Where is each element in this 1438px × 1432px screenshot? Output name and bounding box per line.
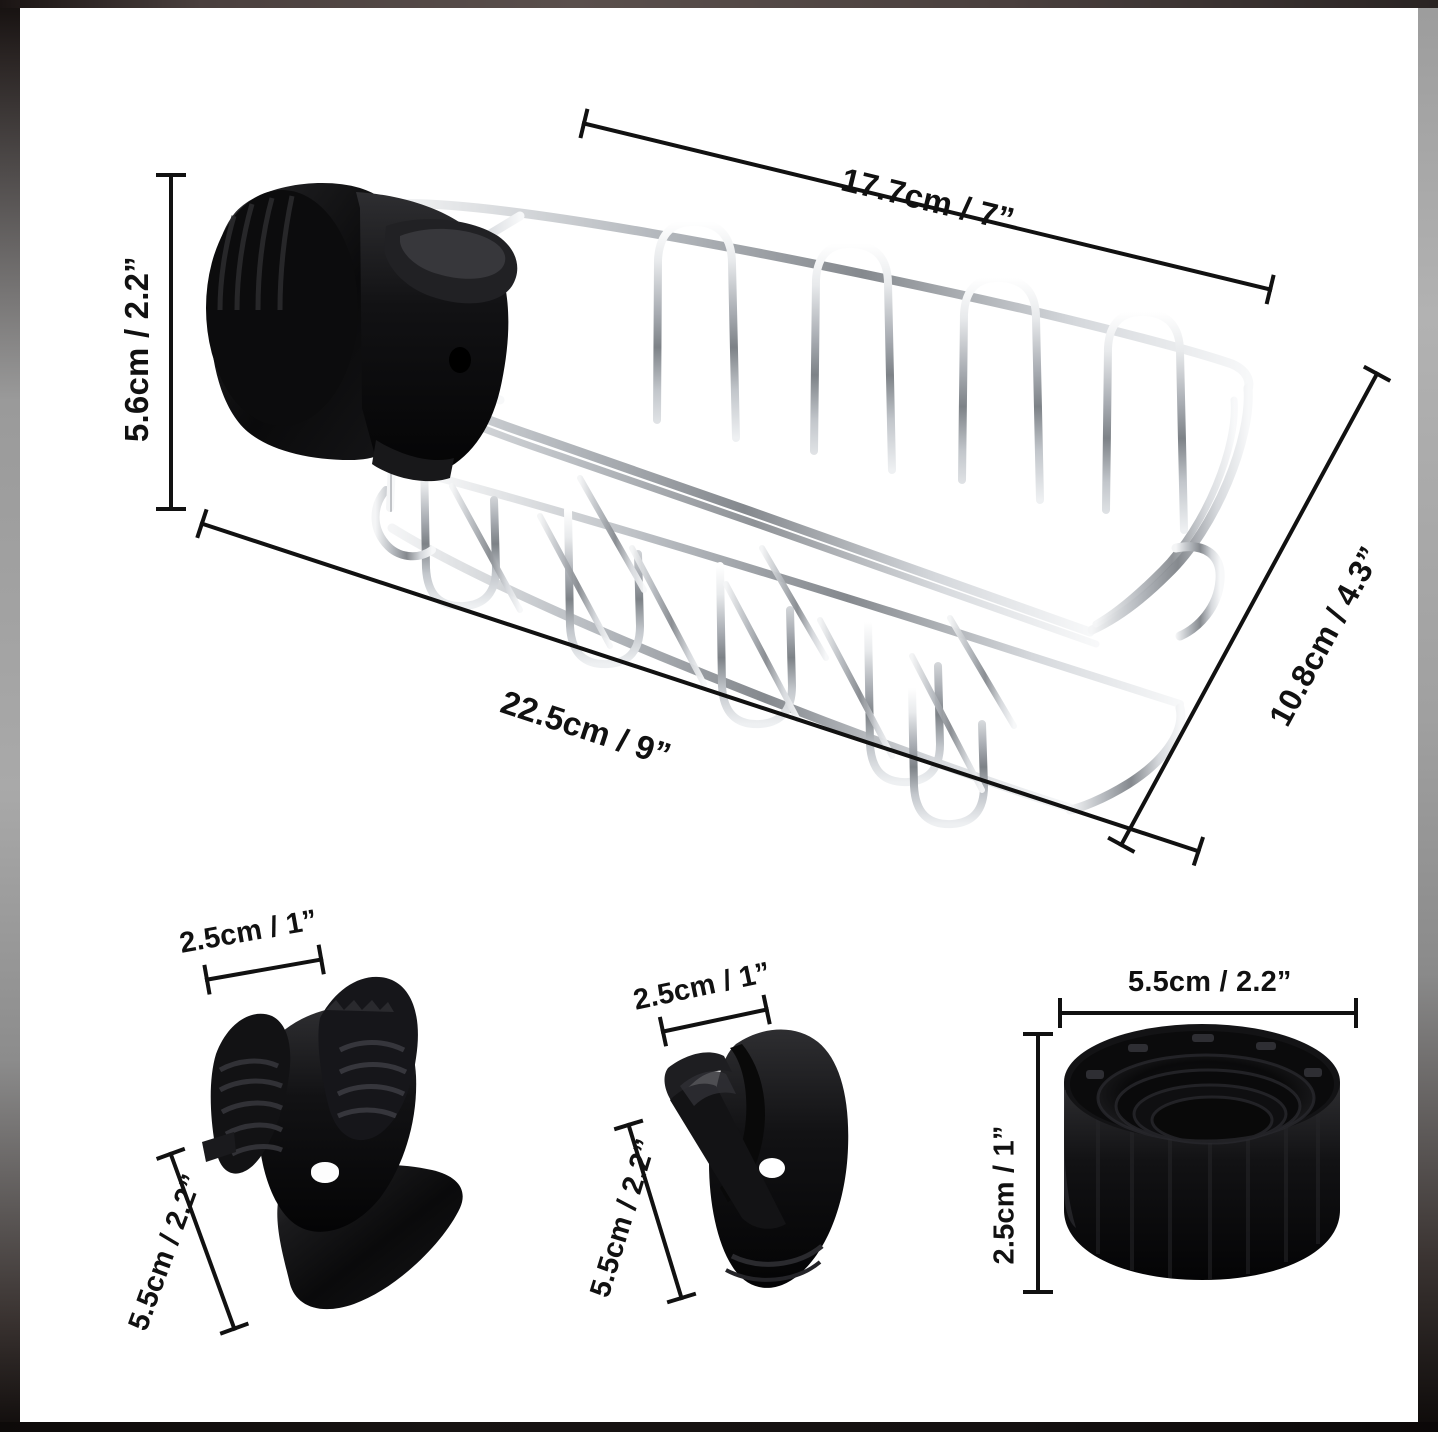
dimlabel-left-height: 5.6cm / 2.2” xyxy=(118,256,155,442)
frame-edge-bottom xyxy=(0,1422,1438,1432)
main-rack-artwork xyxy=(206,183,1254,829)
dimline-left-height xyxy=(169,173,173,511)
large-clip-artwork xyxy=(202,976,463,1310)
dimline-ring-width xyxy=(1058,998,1358,1028)
diagram-canvas: 17.7cm / 7” 5.6cm / 2.2” 22.5cm / 9” 10.… xyxy=(20,8,1418,1422)
diagram-artwork xyxy=(202,183,1340,1310)
small-clip-artwork xyxy=(664,1029,849,1288)
frame-edge-right xyxy=(1418,0,1438,1432)
dimlabel-ring-height: 2.5cm / 1” xyxy=(988,1125,1021,1265)
dimline-ring-height xyxy=(1036,1032,1040,1294)
faucet-clamp-plastic xyxy=(206,183,518,482)
frame-edge-top xyxy=(0,0,1438,8)
adapter-ring-artwork xyxy=(1064,1024,1340,1280)
dimlabel-ring-width: 5.5cm / 2.2” xyxy=(1128,966,1292,998)
frame-edge-left xyxy=(0,0,20,1432)
